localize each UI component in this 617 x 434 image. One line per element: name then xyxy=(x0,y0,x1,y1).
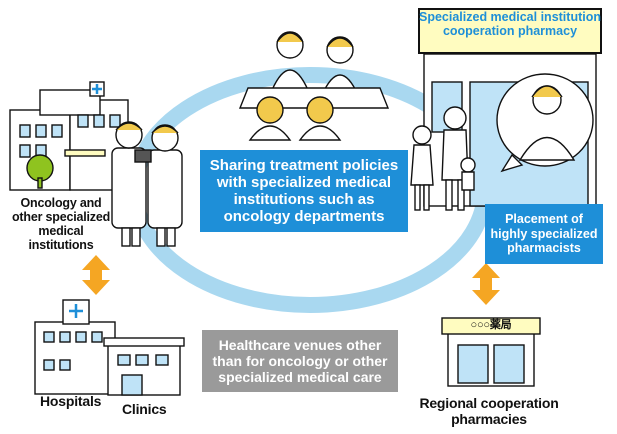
pharmacist-bubble-icon xyxy=(496,73,594,173)
oncology-institutions-label: Oncology and other specialized medical i… xyxy=(11,196,111,252)
arrow-right-vertical xyxy=(472,263,500,305)
pharmacy-signboard xyxy=(418,8,602,54)
oncology-hospital-icon xyxy=(9,81,129,191)
regional-pharmacy-icon xyxy=(441,317,541,387)
clinic-icon xyxy=(103,337,185,396)
hospital-icon xyxy=(34,299,116,395)
pharmacy-small-sign-label: ○○○薬局 xyxy=(470,319,512,331)
pharmacists-box: Placement of highly specialized pharmaci… xyxy=(485,204,603,264)
hospitals-label: Hospitals xyxy=(40,393,102,409)
pharmacy-sign-label: Specialized medical institution cooperat… xyxy=(419,10,601,38)
clinics-label: Clinics xyxy=(122,401,167,417)
regional-pharmacies-label: Regional cooperation pharmacies xyxy=(419,395,559,427)
family-icon xyxy=(410,106,476,211)
sharing-policies-box: Sharing treatment policies with speciali… xyxy=(200,150,408,232)
doctors-icon xyxy=(111,121,183,247)
other-venues-box: Healthcare venues other than for oncolog… xyxy=(202,330,398,392)
arrow-left-vertical xyxy=(82,255,110,295)
meeting-icon xyxy=(238,31,390,141)
